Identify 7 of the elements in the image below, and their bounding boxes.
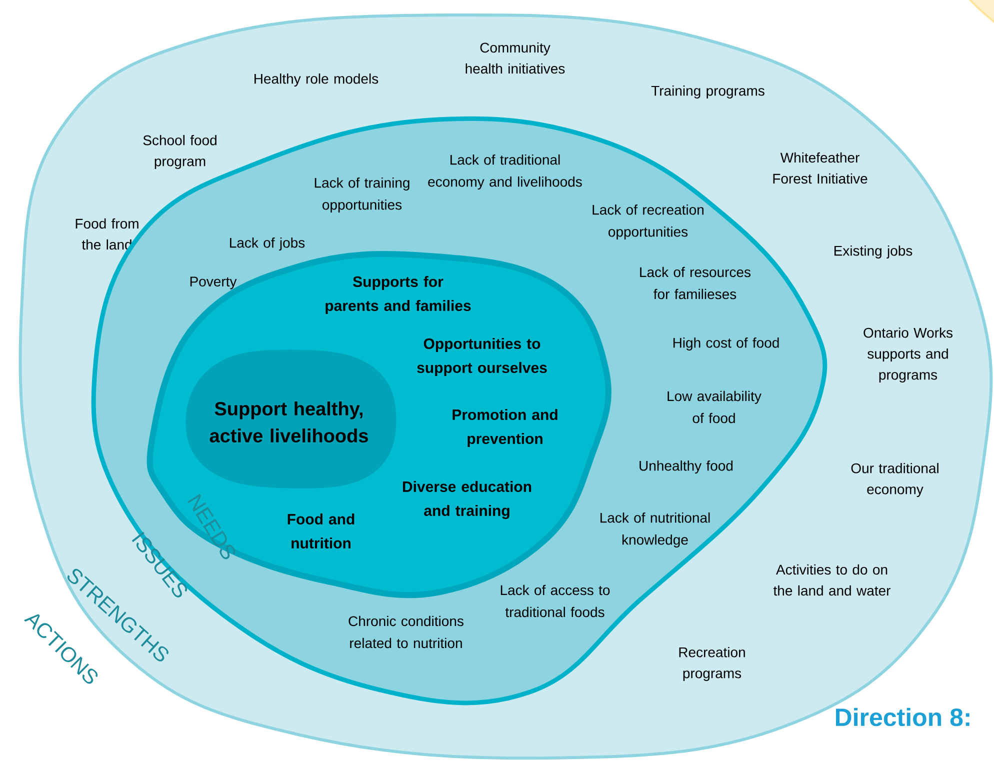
strength-text: Training programs — [651, 85, 764, 99]
title: Direction 8: — [836, 708, 970, 726]
strength-text: Healthy role models — [254, 73, 378, 87]
strength-text: Ontario Works supports and programs — [864, 327, 952, 383]
strength-text: Existing jobs — [834, 245, 912, 259]
strength-text: Our traditional economy — [851, 462, 938, 498]
strength-text: Community health initiatives — [466, 42, 565, 74]
